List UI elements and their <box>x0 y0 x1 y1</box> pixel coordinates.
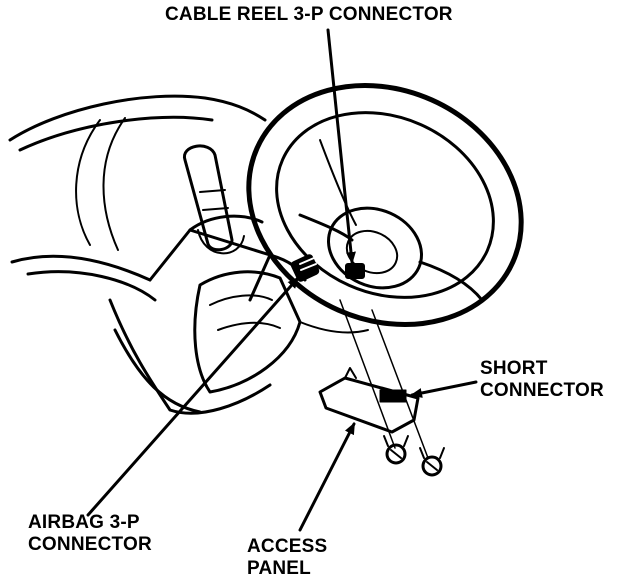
arrow-airbag <box>86 276 300 517</box>
arrow-cable-reel <box>326 28 356 264</box>
label-line: CONNECTOR <box>480 380 604 401</box>
arrow-short-connector <box>410 380 478 398</box>
leader-arrows <box>86 28 478 532</box>
arrow-access-panel <box>298 422 356 532</box>
steering-wheel <box>246 83 524 327</box>
label-line: SHORT <box>480 358 548 379</box>
label-cable-reel-connector: CABLE REEL 3-P CONNECTOR <box>165 4 453 25</box>
label-line: AIRBAG 3-P <box>28 512 140 533</box>
steering-column-cover <box>193 270 369 394</box>
label-short-connector: SHORT CONNECTOR <box>480 358 604 402</box>
label-line: CONNECTOR <box>28 534 152 555</box>
label-line: PANEL <box>247 558 311 579</box>
gear-shift <box>183 144 245 255</box>
airbag-connector-part <box>290 254 320 282</box>
label-airbag-connector: AIRBAG 3-P CONNECTOR <box>28 512 152 556</box>
cable-reel-connector-part <box>345 263 365 279</box>
label-line: ACCESS <box>247 536 328 557</box>
label-access-panel: ACCESS PANEL <box>247 536 327 580</box>
dashboard-outline <box>8 94 267 302</box>
mounting-screws <box>339 299 445 477</box>
